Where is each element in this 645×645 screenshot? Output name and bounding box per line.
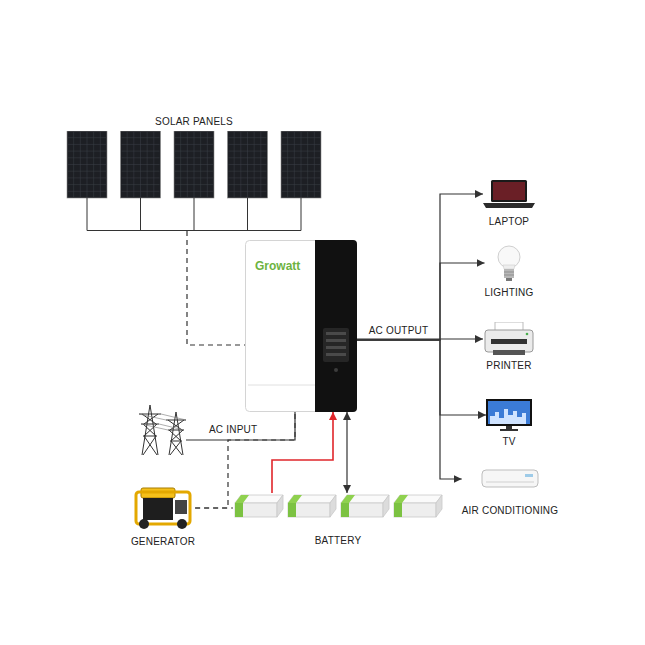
node-label: AIR CONDITIONING [462, 505, 559, 517]
port-label: AC INPUT [209, 424, 257, 436]
node-label: SOLAR PANELS [64, 116, 324, 128]
node-icon [496, 244, 522, 282]
battery-module [235, 495, 283, 517]
solar-array: SOLAR PANELS [64, 116, 324, 231]
grid-wire [186, 412, 295, 440]
power-wire [357, 194, 483, 340]
node-icon [64, 131, 324, 231]
node-icon [483, 322, 535, 356]
solar-panel [174, 131, 214, 198]
node-label: LAPTOP [483, 216, 535, 228]
power-wire [357, 263, 485, 340]
dashed-wire [187, 231, 245, 345]
power-wire [357, 340, 486, 415]
battery-bank: BATTERY [233, 493, 443, 547]
power-wire [357, 340, 462, 479]
node-label: BATTERY [233, 535, 443, 547]
panel-lead [247, 198, 248, 231]
node-icon [133, 486, 193, 530]
aircon-load: AIR CONDITIONING [462, 469, 559, 517]
node-icon [481, 469, 539, 489]
solar-panel [121, 131, 161, 198]
panel-lead [87, 198, 88, 231]
solar-panel [281, 131, 321, 198]
edge-label: AC OUTPUT [369, 325, 429, 337]
panel-bus [87, 230, 301, 231]
power-wire [346, 412, 347, 493]
solar-panel [67, 131, 107, 198]
node-icon [486, 399, 532, 431]
laptop-load: LAPTOP [483, 180, 535, 228]
node-label: GENERATOR [131, 536, 195, 548]
printer-load: PRINTER [483, 322, 535, 372]
panel-lead [301, 198, 302, 231]
node-label: PRINTER [483, 360, 535, 372]
dashed-wire [195, 507, 233, 508]
inverter-unit: Growatt [245, 240, 357, 412]
generator-source: GENERATOR [131, 486, 195, 548]
node-label: LIGHTING [485, 287, 534, 299]
node-icon [483, 180, 535, 208]
panel-lead [140, 198, 141, 231]
lighting-load: LIGHTING [485, 244, 534, 299]
node-label: TV [486, 436, 532, 448]
power-pylon [139, 405, 186, 455]
brand-logo: Growatt [245, 240, 357, 272]
tv-load: TV [486, 399, 532, 448]
battery-module [394, 495, 442, 517]
charge-wire [272, 412, 333, 493]
panel-lead [194, 198, 195, 231]
node-icon [233, 493, 443, 523]
battery-module [288, 495, 336, 517]
solar-panel [228, 131, 268, 198]
battery-module [341, 495, 389, 517]
